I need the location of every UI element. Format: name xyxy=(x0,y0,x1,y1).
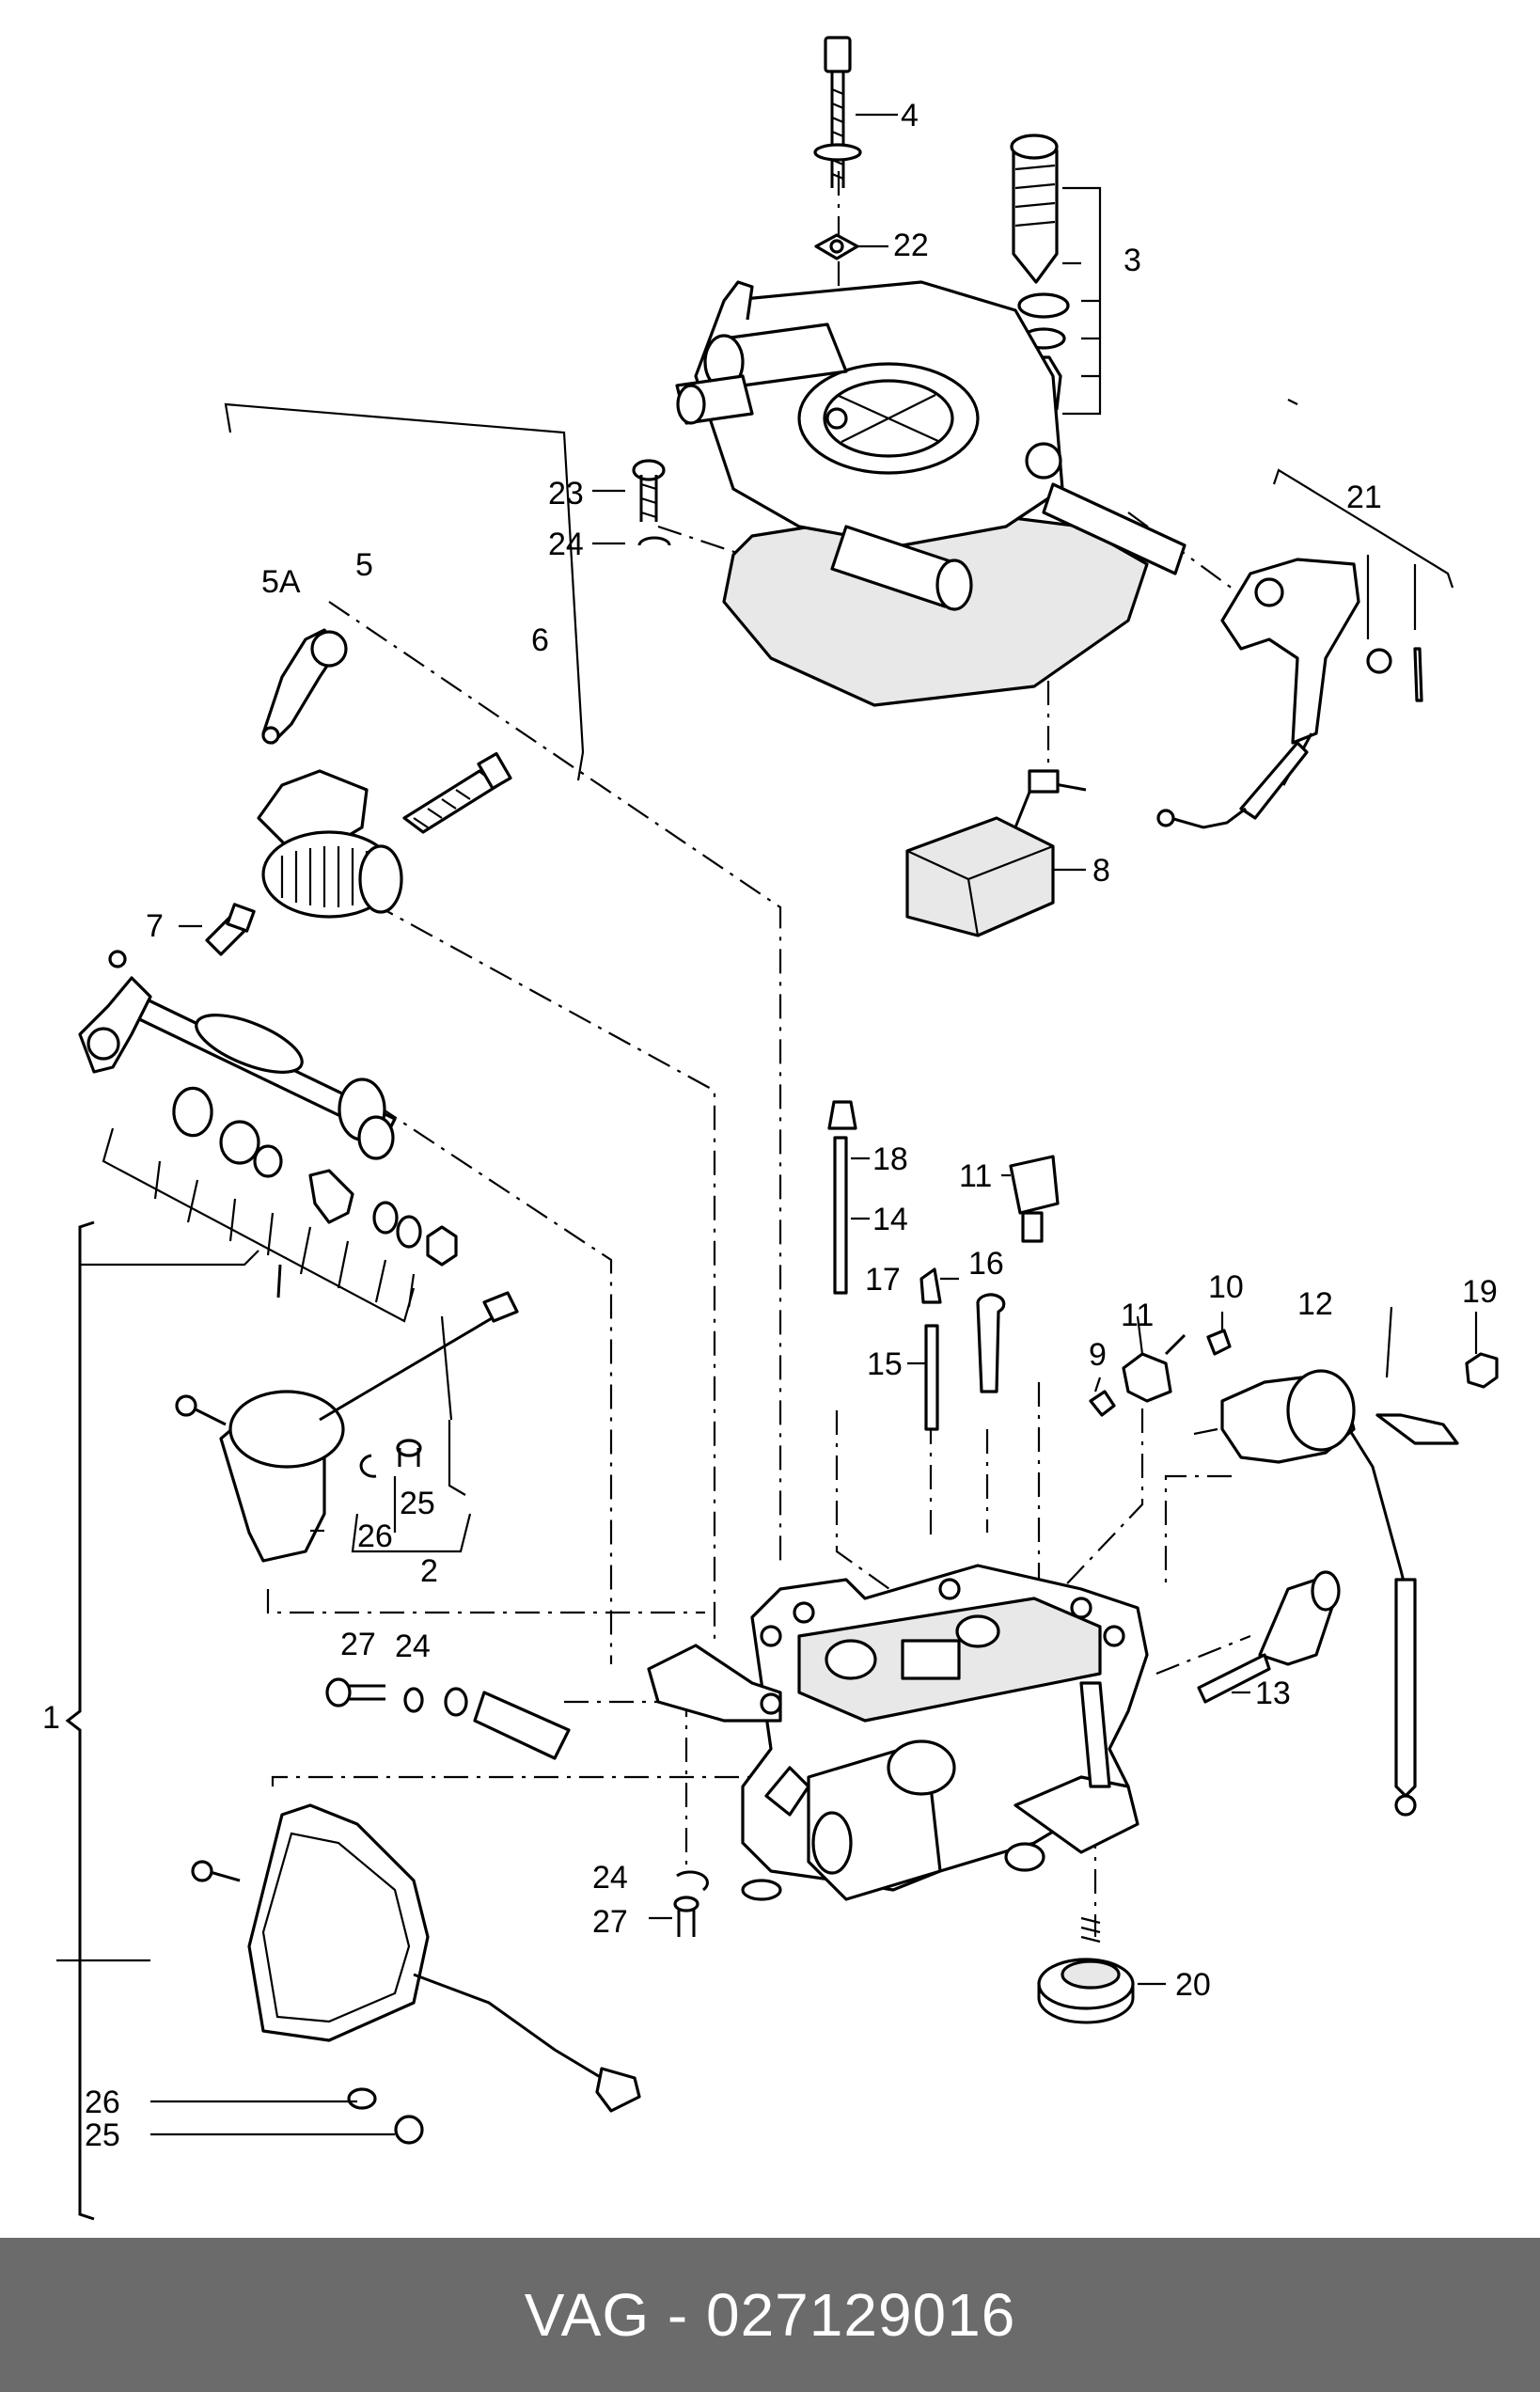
screw-27-left xyxy=(325,1677,468,1717)
screw-6 xyxy=(402,751,512,834)
small-parts-9-10-11 xyxy=(1089,1329,1232,1417)
carburetor-main-body xyxy=(741,1564,1149,1901)
screw-13 xyxy=(1197,1570,1341,1704)
part-number-text: VAG - 027129016 xyxy=(524,2281,1016,2349)
screw-23 xyxy=(632,459,666,522)
label-20: 20 xyxy=(1175,1967,1211,2003)
bolt-4 xyxy=(813,36,862,188)
throttle-lever-plate xyxy=(473,1644,782,1760)
label-15: 15 xyxy=(867,1346,903,1382)
part-number-footer: VAG - 027129016 xyxy=(0,2238,1540,2392)
label-11-lower: 11 xyxy=(1121,1298,1154,1333)
carburetor-top-cover xyxy=(675,280,1186,707)
leader-lines xyxy=(56,113,1478,2136)
label-14: 14 xyxy=(872,1202,908,1237)
callout-labels: 4 22 3 23 24 21 5 5A 6 8 7 18 14 11 17 1… xyxy=(42,98,1498,2153)
valve-7 xyxy=(205,903,256,956)
label-24-left: 24 xyxy=(395,1629,431,1664)
label-5: 5 xyxy=(355,547,373,583)
washer-24-top xyxy=(637,536,671,546)
label-26-lower: 26 xyxy=(85,2085,120,2120)
clip-22 xyxy=(814,233,859,260)
label-26-upper: 26 xyxy=(357,1519,393,1554)
label-22: 22 xyxy=(893,228,929,263)
label-8: 8 xyxy=(1092,853,1110,889)
heater-12 xyxy=(1193,1369,1459,1817)
label-21: 21 xyxy=(1346,480,1382,515)
label-5a: 5A xyxy=(261,564,301,600)
label-23: 23 xyxy=(548,476,584,511)
label-11-upper: 11 xyxy=(959,1158,992,1194)
label-6: 6 xyxy=(531,622,549,658)
label-10: 10 xyxy=(1208,1269,1244,1305)
jets-group xyxy=(827,1100,1006,1431)
label-9: 9 xyxy=(1089,1337,1107,1373)
assembly-guide-lines xyxy=(266,171,1251,1937)
label-13: 13 xyxy=(1255,1676,1291,1711)
solenoid-11 xyxy=(1009,1155,1060,1243)
throttle-shaft-assembly xyxy=(78,950,458,1298)
label-3: 3 xyxy=(1124,243,1141,278)
label-1: 1 xyxy=(42,1700,60,1736)
label-19: 19 xyxy=(1462,1274,1498,1310)
pump-20 xyxy=(1037,1916,1135,2024)
bracket-group-lines xyxy=(102,402,1454,1323)
label-4: 4 xyxy=(901,98,919,134)
washer-24-lower xyxy=(676,1870,709,1892)
label-25-lower: 25 xyxy=(85,2117,120,2153)
label-24-lower: 24 xyxy=(592,1860,628,1896)
label-18: 18 xyxy=(872,1141,908,1177)
label-17: 17 xyxy=(865,1262,901,1298)
choke-bracket-21 xyxy=(1156,558,1423,829)
brace-2 xyxy=(351,1315,472,1553)
choke-housing-5 xyxy=(257,628,403,919)
plug-19 xyxy=(1465,1352,1499,1389)
label-27-lower: 27 xyxy=(592,1904,628,1940)
label-12: 12 xyxy=(1297,1286,1333,1322)
label-24-top: 24 xyxy=(548,527,584,562)
label-25-upper: 25 xyxy=(400,1486,435,1521)
label-27-left: 27 xyxy=(340,1627,376,1662)
screw-27-lower xyxy=(673,1896,699,1937)
float-8 xyxy=(905,769,1087,937)
carburetor-exploded-diagram: 4 22 3 23 24 21 5 5A 6 8 7 18 14 11 17 1… xyxy=(42,36,1499,2221)
diaphragm-housing-1 xyxy=(191,1803,641,2145)
brace-1 xyxy=(65,1220,259,2221)
vacuum-unit-2 xyxy=(175,1291,519,1563)
label-7: 7 xyxy=(146,908,164,944)
label-2: 2 xyxy=(420,1553,438,1589)
label-16: 16 xyxy=(968,1246,1004,1282)
